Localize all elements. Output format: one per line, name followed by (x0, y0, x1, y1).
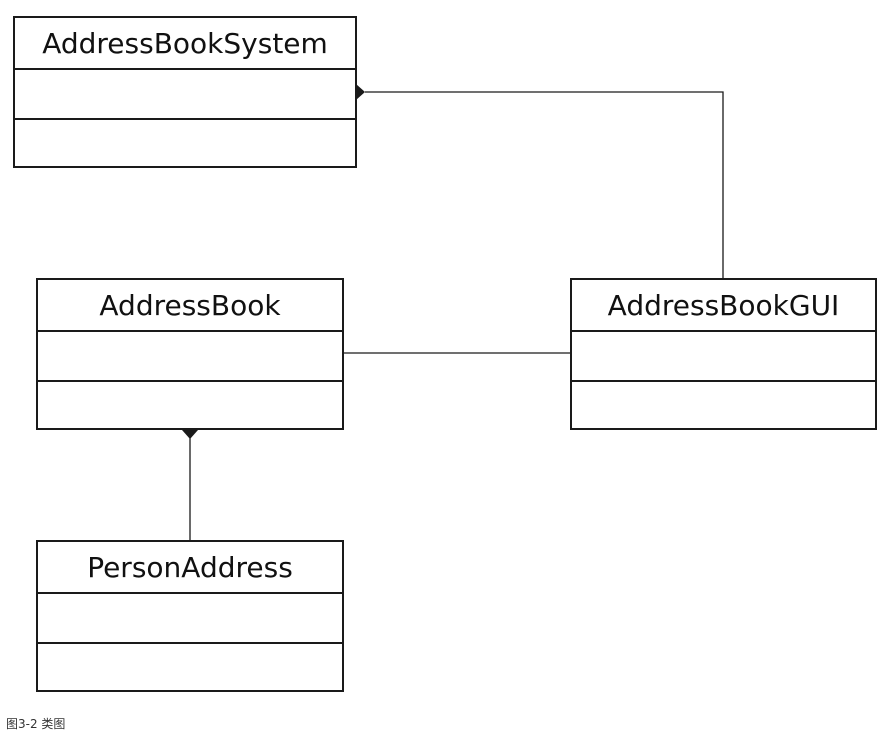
class-address-book: AddressBook (36, 278, 344, 430)
class-name: AddressBookGUI (607, 288, 840, 322)
class-address-book-system: AddressBookSystem (13, 16, 357, 168)
class-person-address: PersonAddress (36, 540, 344, 692)
attributes-compartment (572, 330, 875, 380)
operations-compartment (15, 118, 355, 168)
class-name: AddressBook (99, 288, 281, 322)
attributes-compartment (38, 330, 342, 380)
class-address-book-gui: AddressBookGUI (570, 278, 877, 430)
composition-line-system-gui (365, 91, 724, 279)
figure-caption: 图3-2 类图 (6, 717, 66, 731)
attributes-compartment (38, 592, 342, 642)
class-name: AddressBookSystem (42, 26, 328, 60)
operations-compartment (38, 642, 342, 692)
operations-compartment (38, 380, 342, 430)
operations-compartment (572, 380, 875, 430)
class-name: PersonAddress (87, 550, 293, 584)
attributes-compartment (15, 68, 355, 118)
